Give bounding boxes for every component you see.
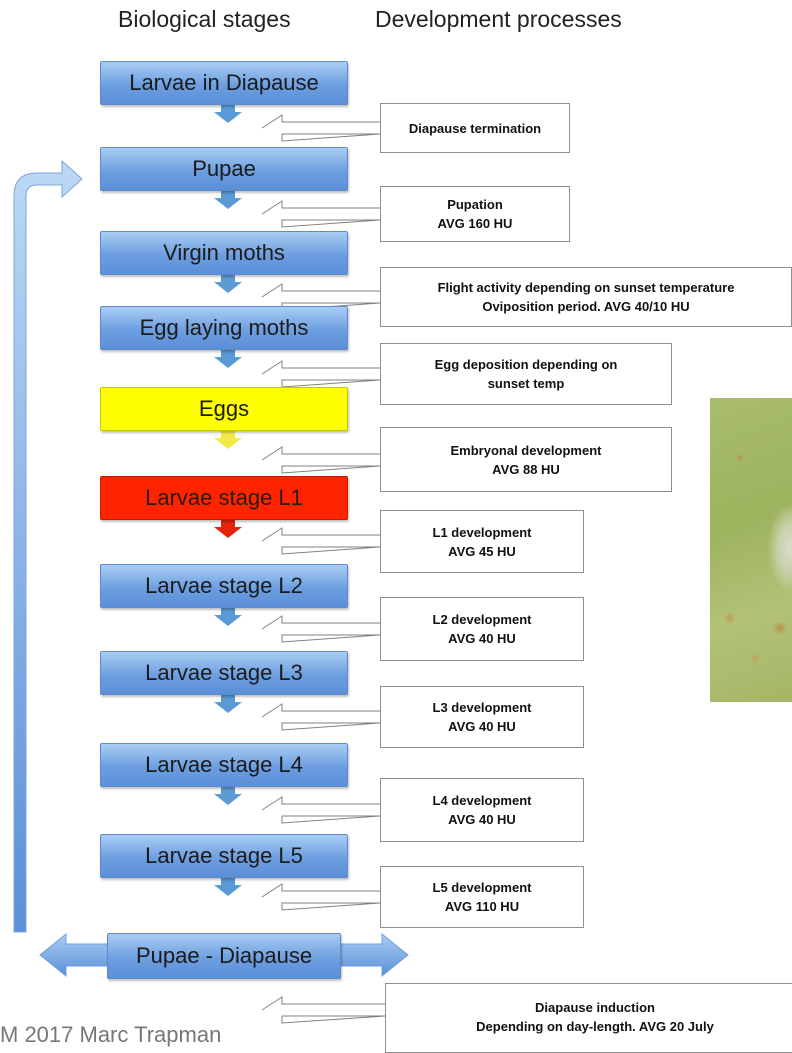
- stage-larvae-l1: Larvae stage L1: [100, 476, 348, 520]
- process-pupation: Pupation AVG 160 HU: [380, 186, 570, 242]
- process-flight-activity: Flight activity depending on sunset temp…: [380, 267, 792, 327]
- stage-flow-arrow: [214, 878, 242, 896]
- stage-flow-arrow: [214, 695, 242, 713]
- process-input-arrow: [261, 114, 381, 142]
- process-line1: Egg deposition depending on: [434, 357, 618, 372]
- process-input-arrow: [261, 200, 381, 228]
- stage-larvae-l5: Larvae stage L5: [100, 834, 348, 878]
- process-egg-deposition: Egg deposition depending on sunset temp: [380, 343, 672, 405]
- process-line1: L1 development: [432, 524, 532, 540]
- process-line1: L2 development: [432, 612, 532, 627]
- process-line1: Embryonal development: [450, 442, 602, 458]
- development-processes-header: Development processes: [375, 6, 622, 32]
- stage-larvae-l3: Larvae stage L3: [100, 651, 348, 695]
- process-line1: Diapause induction: [535, 1000, 655, 1015]
- process-diapause-induction: Diapause induction Depending on day-leng…: [385, 983, 792, 1053]
- stage-virgin-moths: Virgin moths: [100, 231, 348, 275]
- process-diapause-termination: Diapause termination: [380, 103, 570, 153]
- process-input-arrow: [261, 703, 381, 731]
- process-input-arrow: [261, 996, 386, 1024]
- process-input-arrow: [261, 446, 381, 474]
- process-input-arrow: [261, 527, 381, 555]
- process-line1: Diapause termination: [408, 120, 542, 136]
- stage-flow-arrow: [214, 431, 242, 449]
- stage-pupae: Pupae: [100, 147, 348, 191]
- process-line1: Pupation: [447, 197, 503, 212]
- stage-egg-laying-moths: Egg laying moths: [100, 306, 348, 350]
- stage-flow-arrow: [214, 275, 242, 293]
- process-l5-development: L5 development AVG 110 HU: [380, 866, 584, 928]
- process-line2: Depending on day-length. AVG 20 July: [476, 1019, 714, 1034]
- process-line2: AVG 110 HU: [444, 899, 520, 914]
- process-line2: AVG 40 HU: [448, 812, 516, 827]
- process-input-arrow: [261, 883, 381, 911]
- process-input-arrow: [261, 615, 381, 643]
- process-l2-development: L2 development AVG 40 HU: [380, 597, 584, 661]
- return-arrow: [13, 159, 83, 933]
- stage-flow-arrow: [214, 787, 242, 805]
- process-line2: AVG 40 HU: [448, 719, 516, 734]
- process-input-arrow: [261, 796, 381, 824]
- biological-stages-header: Biological stages: [118, 6, 291, 32]
- stage-pupae-diapause: Pupae - Diapause: [107, 933, 341, 979]
- process-line2: sunset temp: [487, 376, 565, 391]
- process-line2: Oviposition period. AVG 40/10 HU: [482, 299, 690, 314]
- stage-flow-arrow: [214, 350, 242, 368]
- stage-flow-arrow: [214, 191, 242, 209]
- process-line1: Flight activity depending on sunset temp…: [437, 280, 735, 295]
- process-line2: AVG 45 HU: [448, 543, 516, 559]
- process-l4-development: L4 development AVG 40 HU: [380, 778, 584, 842]
- process-line2: AVG 88 HU: [492, 461, 560, 477]
- process-l3-development: L3 development AVG 40 HU: [380, 686, 584, 748]
- process-line1: L5 development: [432, 880, 532, 895]
- stage-flow-arrow: [214, 520, 242, 538]
- footer-credit: M 2017 Marc Trapman: [0, 1022, 222, 1047]
- stage-larvae-l4: Larvae stage L4: [100, 743, 348, 787]
- stage-eggs: Eggs: [100, 387, 348, 431]
- process-embryonal-development: Embryonal development AVG 88 HU: [380, 427, 672, 492]
- process-line2: AVG 40 HU: [448, 631, 516, 646]
- leaf-photo: [710, 398, 792, 702]
- stage-flow-arrow: [214, 105, 242, 123]
- process-line1: L4 development: [432, 793, 532, 808]
- process-line1: L3 development: [432, 700, 532, 715]
- stage-larvae-l2: Larvae stage L2: [100, 564, 348, 608]
- process-line2: AVG 160 HU: [437, 216, 513, 231]
- process-l1-development: L1 development AVG 45 HU: [380, 510, 584, 573]
- stage-larvae-in-diapause: Larvae in Diapause: [100, 61, 348, 105]
- process-input-arrow: [261, 360, 381, 388]
- stage-flow-arrow: [214, 608, 242, 626]
